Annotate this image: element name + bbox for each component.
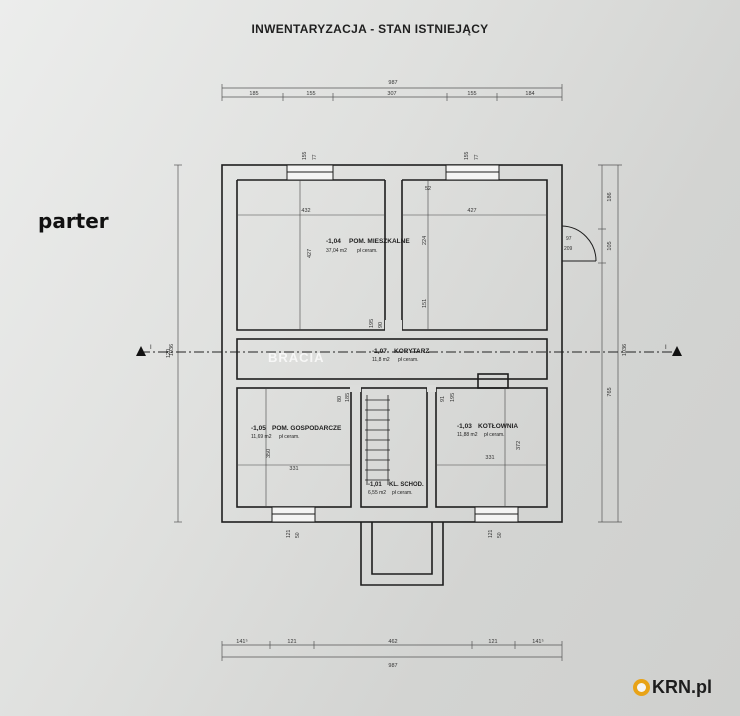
room-utility-id: -1,05	[251, 425, 266, 432]
dimension-sides	[174, 164, 622, 523]
room-boiler-name: KOTŁOWNIA	[478, 423, 518, 430]
watermark: BRACIA	[268, 350, 325, 365]
room-living-area: 37,04 m2	[326, 248, 347, 254]
dim-right-lower: 765	[607, 387, 613, 396]
room-living-floor: pł ceram.	[357, 248, 378, 254]
room-utility-floor: pł ceram.	[279, 434, 300, 440]
dim-bottom-seg-5: 141⁵	[532, 638, 543, 645]
window-top-right-w: 155	[464, 151, 470, 160]
dim-bottom-seg-3: 462	[388, 639, 397, 645]
entrance-door-dim-1: 97	[566, 236, 572, 242]
window-bottom-left-w: 121	[286, 529, 292, 538]
window-bottom-right-w: 121	[488, 529, 494, 538]
room-utility-area: 11,69 m2	[251, 434, 272, 440]
dim-door-lower-1: 80	[337, 396, 343, 402]
dim-gosp-width: 331	[289, 466, 298, 472]
room-corridor-area: 11,8 m2	[372, 357, 390, 363]
room-stairs-floor: pł ceram.	[392, 490, 413, 496]
dimension-top	[221, 84, 563, 101]
room-corridor-floor: pł ceram.	[398, 357, 419, 363]
dim-top-seg-2: 155	[306, 91, 315, 97]
dim-living-height: 427	[307, 249, 313, 258]
room-living-id: -1,04	[326, 238, 341, 245]
dim-gosp-height: 350	[266, 449, 272, 458]
dim-door-lower-2: 185	[345, 393, 351, 402]
room-stairs-area: 6,55 m2	[368, 490, 386, 496]
inner-dimension-lines	[237, 180, 547, 507]
dim-right-upper: 186	[607, 192, 613, 201]
window-top-right-h: 77	[474, 154, 480, 160]
room-boiler-area: 11,88 m2	[457, 432, 478, 438]
dim-top-seg-5: 184	[525, 91, 534, 97]
dim-right-middle: 105	[607, 241, 613, 250]
window-top-left-h: 77	[312, 154, 318, 160]
dim-wall-gap: 52	[425, 186, 431, 192]
dim-top-seg-4: 155	[467, 91, 476, 97]
dim-door-right-1: 91	[440, 396, 446, 402]
window-bottom-right-h: 50	[497, 532, 503, 538]
dim-living-right: 427	[467, 208, 476, 214]
section-mark-left: I	[150, 345, 152, 351]
section-mark-right: I	[665, 345, 667, 351]
dim-kotl-height: 372	[516, 441, 522, 450]
dim-living-mid-lower: 151	[422, 299, 428, 308]
dimension-bottom	[221, 641, 563, 661]
dim-corridor-height: 120	[166, 349, 172, 358]
room-boiler-floor: pł ceram.	[484, 432, 505, 438]
dim-door-right-2: 195	[450, 393, 456, 402]
windows	[271, 164, 519, 523]
room-living-name: POM. MIESZKALNE	[349, 238, 410, 245]
dim-living-left: 432	[301, 208, 310, 214]
room-stairs-id: -1,01	[368, 482, 382, 488]
dim-door-upper-2: 195	[369, 319, 375, 328]
drawing-title: INWENTARYZACJA - STAN ISTNIEJĄCY	[251, 22, 489, 36]
krn-logo[interactable]: KRN.pl	[633, 677, 712, 698]
dim-bottom-total: 987	[388, 663, 397, 669]
dim-bottom-seg-2: 121	[287, 639, 296, 645]
room-stairs-name: KL. SCHOD.	[389, 482, 424, 488]
room-utility-name: POM. GOSPODARCZE	[272, 425, 342, 432]
walls	[221, 164, 563, 586]
dim-top-seg-3: 307	[387, 91, 396, 97]
dim-living-mid-upper: 224	[422, 236, 428, 245]
entrance-door-dim-2: 209	[564, 246, 573, 252]
dim-bottom-seg-4: 121	[488, 639, 497, 645]
window-top-left-w: 155	[302, 151, 308, 160]
door-gaps	[350, 320, 436, 392]
window-bottom-left-h: 50	[295, 532, 301, 538]
room-boiler-id: -1,03	[457, 423, 472, 430]
staircase	[365, 395, 390, 485]
room-corridor-name: KORYTARZ	[394, 348, 429, 355]
section-line: I I	[136, 345, 682, 356]
krn-logo-text: KRN.pl	[652, 677, 712, 697]
dim-bottom-seg-1: 141⁵	[236, 638, 247, 645]
dim-door-upper-1: 90	[378, 322, 384, 328]
dim-left-total: 1036	[169, 344, 175, 356]
dim-top-total: 987	[388, 80, 397, 86]
dim-kotl-width: 331	[485, 455, 494, 461]
krn-logo-icon	[633, 679, 650, 696]
entrance-door	[561, 225, 597, 262]
floor-label: parter	[38, 209, 109, 233]
dim-top-seg-1: 185	[249, 91, 258, 97]
dim-right-total: 1036	[622, 344, 628, 356]
room-corridor-id: -1,07	[372, 348, 387, 355]
